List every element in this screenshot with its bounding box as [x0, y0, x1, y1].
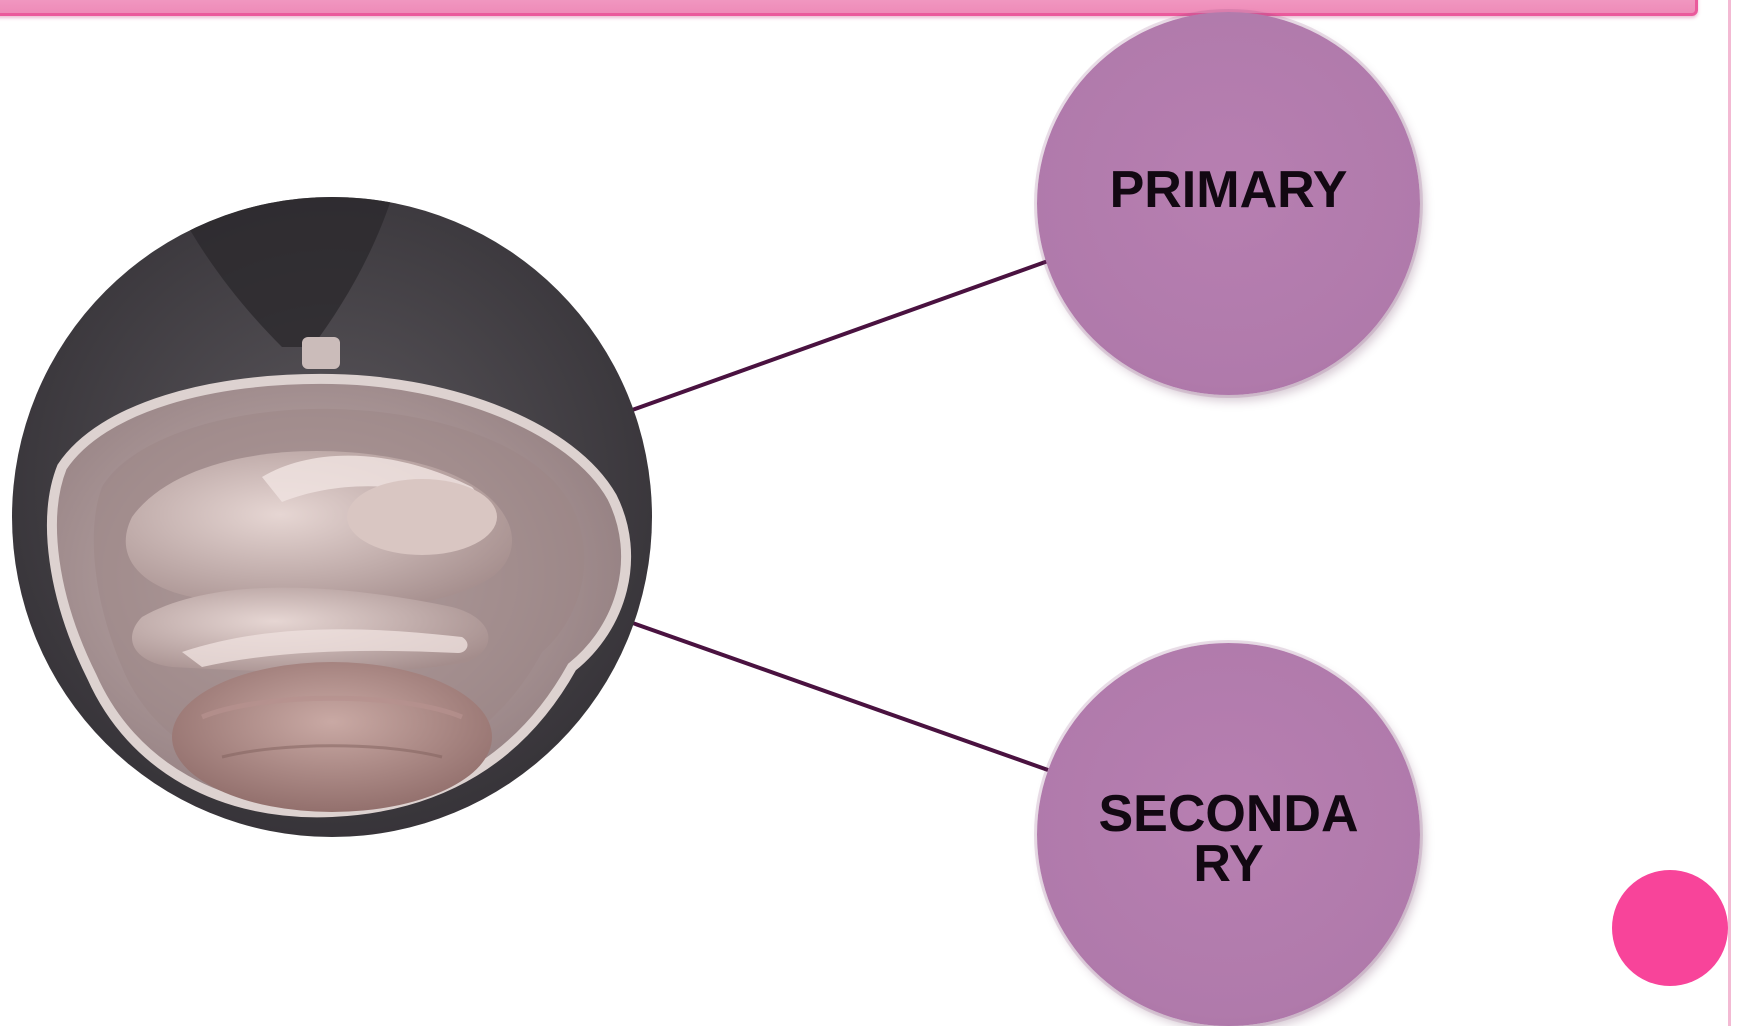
- primary-label: PRIMARY: [1091, 165, 1366, 215]
- connector-to-secondary: [562, 598, 1048, 770]
- fetus-illustration: [12, 197, 652, 837]
- secondary-node: SECONDARY: [1037, 643, 1420, 1026]
- secondary-label: SECONDARY: [1091, 789, 1366, 889]
- decorative-dot: [1612, 870, 1728, 986]
- primary-node: PRIMARY: [1037, 12, 1420, 395]
- fetus-in-womb-image: [12, 197, 652, 837]
